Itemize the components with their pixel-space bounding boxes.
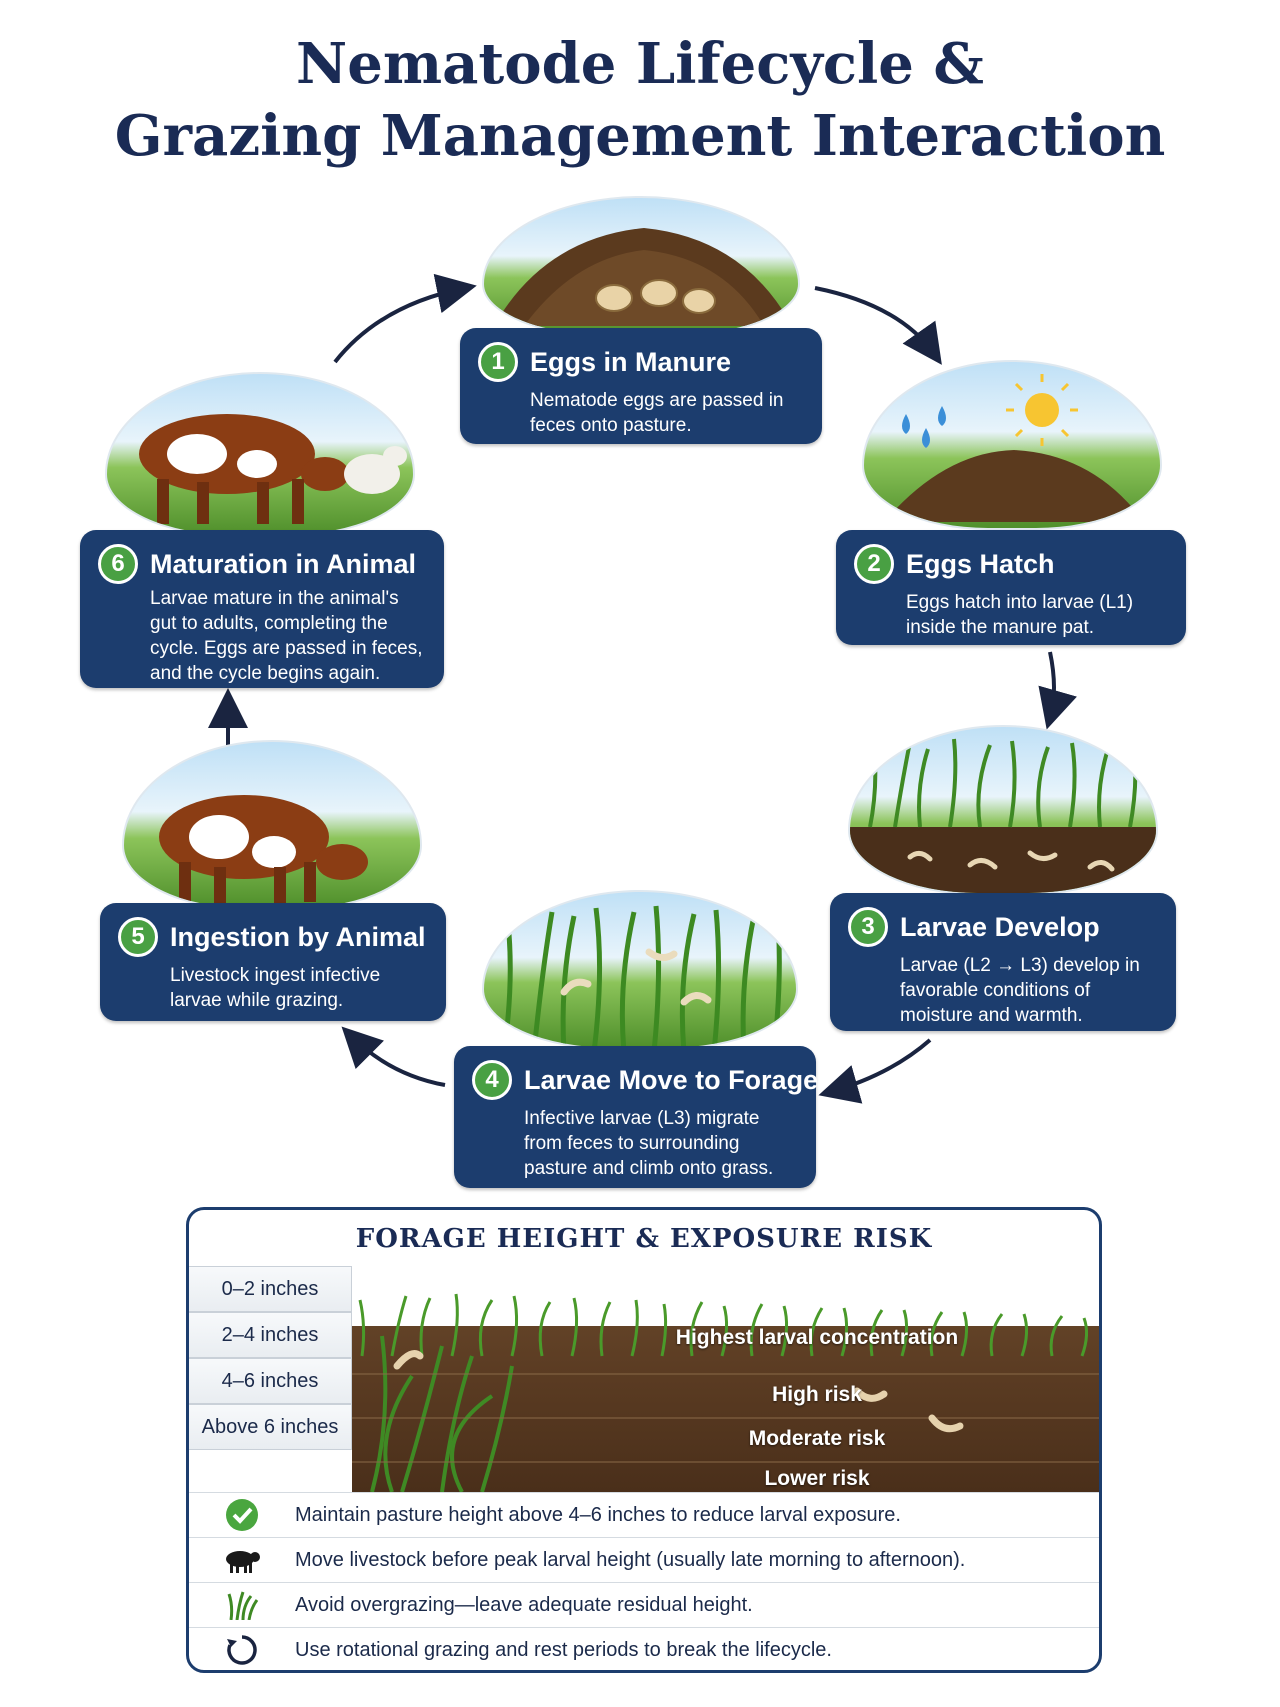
step-description: Nematode eggs are passed in feces onto p… (530, 390, 784, 436)
egg-icon (682, 288, 716, 314)
manure-hatch-scene (862, 360, 1162, 530)
larvae-grass-scene (482, 890, 798, 1050)
tip-text: Move livestock before peak larval height… (295, 1548, 966, 1571)
step-card-1: 1 Eggs in Manure Nematode eggs are passe… (460, 328, 822, 444)
forage-risk-panel: FORAGE HEIGHT & EXPOSURE RISK 0–2 inches… (186, 1207, 1102, 1673)
grass-icon (189, 1590, 295, 1620)
cow-grazing-scene (122, 740, 422, 910)
arrow-1-to-2 (814, 286, 942, 365)
risk-band-label: High risk (772, 1383, 862, 1406)
risk-band-label: Moderate risk (748, 1427, 886, 1450)
step-title: Larvae Move to Forage (524, 1064, 819, 1095)
risk-band-label: Highest larval concentration (675, 1326, 959, 1349)
step-card-3: 3 Larvae Develop Larvae (L2 → L3) develo… (830, 893, 1176, 1031)
water-drop-icon (922, 428, 930, 448)
title-line-2: Grazing Management Interaction (114, 103, 1166, 169)
step-card-4: 4 Larvae Move to Forage Infective larvae… (454, 1046, 819, 1188)
arrow-2-to-3 (1038, 651, 1077, 730)
egg-icon (595, 284, 633, 312)
step-card-6: 6 Maturation in Animal Larvae mature in … (80, 530, 444, 688)
arrow-4-to-5 (341, 1026, 446, 1087)
step-number-badge: 5 (118, 917, 158, 957)
check-icon (189, 1498, 295, 1532)
arrow-6-to-1 (333, 273, 477, 364)
water-drop-icon (902, 414, 910, 434)
height-labels: 0–2 inches 2–4 inches 4–6 inches Above 6… (189, 1266, 352, 1450)
cow-icon (189, 1545, 295, 1575)
step-title: Maturation in Animal (150, 548, 417, 579)
height-label: 0–2 inches (189, 1266, 352, 1312)
step-number-badge: 1 (478, 342, 518, 382)
larva-icon (560, 948, 712, 1006)
egg-icon (640, 279, 678, 307)
step-description: Livestock ingest infective larvae while … (170, 965, 381, 1011)
height-label: 2–4 inches (189, 1312, 352, 1358)
step-number-badge: 3 (848, 907, 888, 947)
step-title: Ingestion by Animal (170, 921, 426, 952)
tip-item: Maintain pasture height above 4–6 inches… (189, 1492, 1099, 1537)
larvae-soil-scene (848, 725, 1158, 895)
soil-grass-illustration: Highest larval concentration High risk M… (352, 1266, 1099, 1492)
tip-text: Avoid overgrazing—leave adequate residua… (295, 1593, 753, 1616)
title-line-1: Nematode Lifecycle & (296, 31, 984, 97)
larva-icon (393, 1350, 964, 1433)
tip-text: Maintain pasture height above 4–6 inches… (295, 1503, 901, 1526)
step-card-2: 2 Eggs Hatch Eggs hatch into larvae (L1)… (836, 530, 1186, 645)
step-description: Larvae mature in the animal's gut to adu… (150, 588, 423, 684)
step-title: Larvae Develop (900, 911, 1100, 942)
management-tips: Maintain pasture height above 4–6 inches… (189, 1492, 1099, 1670)
step-title: Eggs Hatch (906, 548, 1055, 579)
tip-text: Use rotational grazing and rest periods … (295, 1638, 832, 1661)
rotate-icon (189, 1633, 295, 1667)
height-label: Above 6 inches (189, 1404, 352, 1450)
step-number-badge: 2 (854, 544, 894, 584)
step-card-5: 5 Ingestion by Animal Livestock ingest i… (100, 903, 446, 1021)
step-number-badge: 6 (98, 544, 138, 584)
arrow-3-to-4 (818, 1038, 932, 1104)
tip-item: Use rotational grazing and rest periods … (189, 1627, 1099, 1670)
step-title: Eggs in Manure (530, 346, 732, 377)
sun-icon (1025, 393, 1059, 427)
step-description: Infective larvae (L3) migrate from feces… (524, 1108, 774, 1179)
step-description: Larvae (L2 → L3) develop in favorable co… (900, 955, 1140, 1026)
tip-item: Move livestock before peak larval height… (189, 1537, 1099, 1582)
height-label: 4–6 inches (189, 1358, 352, 1404)
forage-panel-title: FORAGE HEIGHT & EXPOSURE RISK (355, 1224, 933, 1254)
page-title: Nematode Lifecycle & Grazing Management … (0, 28, 1280, 172)
tip-item: Avoid overgrazing—leave adequate residua… (189, 1582, 1099, 1627)
larva-icon (907, 850, 1115, 872)
cow-sheep-scene (105, 372, 415, 537)
water-drop-icon (938, 406, 946, 426)
manure-eggs-scene (482, 196, 800, 338)
risk-band-label: Lower risk (764, 1467, 870, 1490)
step-description: Eggs hatch into larvae (L1) inside the m… (906, 592, 1134, 638)
sheep-icon (344, 454, 400, 494)
step-number-badge: 4 (472, 1060, 512, 1100)
